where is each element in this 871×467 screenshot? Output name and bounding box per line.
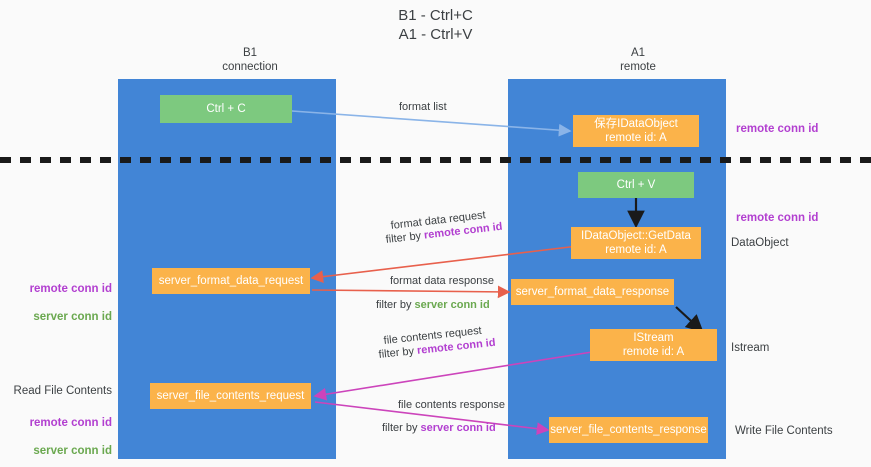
annotation-remote-conn-id-left-mid: remote conn id — [29, 283, 112, 295]
annotation-conn-ids-mid: remote conn id server conn id — [0, 268, 112, 338]
filter-prefix: filter by — [376, 299, 415, 311]
node-server-file-contents-response[interactable]: server_file_contents_response — [549, 417, 708, 443]
edge-label-file-contents-response: file contents response — [398, 399, 506, 411]
filter-key-server-conn-id: server conn id — [414, 299, 490, 311]
filter-prefix: filter by — [382, 422, 421, 434]
filter-prefix: filter by — [378, 344, 418, 361]
edge-label-file-contents-response-filter: filter by server conn id — [382, 421, 496, 435]
annotation-remote-conn-id-mid: remote conn id — [736, 212, 819, 224]
annotation-read-file-contents: Read File Contents — [13, 385, 112, 397]
annotation-conn-ids-bottom: remote conn id server conn id — [0, 402, 112, 467]
filter-key-server-conn-id: server conn id — [420, 422, 496, 434]
annotation-remote-conn-id-left-bottom: remote conn id — [29, 417, 112, 429]
filter-prefix: filter by — [385, 229, 425, 246]
edge-label-format-list: format list — [399, 101, 447, 113]
annotation-server-conn-id-left-bottom: server conn id — [33, 445, 112, 457]
node-server-format-data-request[interactable]: server_format_data_request — [152, 268, 310, 294]
node-server-format-data-response[interactable]: server_format_data_response — [511, 279, 674, 305]
node-ctrl-c[interactable]: Ctrl + C — [160, 95, 292, 123]
node-server-file-contents-request[interactable]: server_file_contents_request — [150, 383, 311, 409]
annotation-remote-conn-id-top: remote conn id — [736, 123, 819, 135]
column-caption-left: B1 connection — [222, 47, 278, 73]
column-caption-right: A1 remote — [620, 47, 656, 73]
edge-label-format-data-response: format data response — [390, 275, 494, 287]
annotation-server-conn-id-left-mid: server conn id — [33, 311, 112, 323]
node-idataobject-getdata[interactable]: IDataObject::GetData remote id: A — [571, 227, 701, 259]
arrow-format-data-response — [311, 285, 511, 299]
node-save-idataobject[interactable]: 保存IDataObject remote id: A — [573, 115, 699, 147]
page-title: B1 - Ctrl+C A1 - Ctrl+V — [398, 7, 473, 43]
annotation-write-file-contents: Write File Contents — [735, 425, 833, 437]
annotation-istream: Istream — [731, 342, 770, 354]
annotation-dataobject: DataObject — [731, 237, 789, 249]
node-ctrl-v[interactable]: Ctrl + V — [578, 172, 694, 198]
edge-label-format-data-response-filter: filter by server conn id — [376, 298, 490, 312]
node-istream[interactable]: IStream remote id: A — [590, 329, 717, 361]
